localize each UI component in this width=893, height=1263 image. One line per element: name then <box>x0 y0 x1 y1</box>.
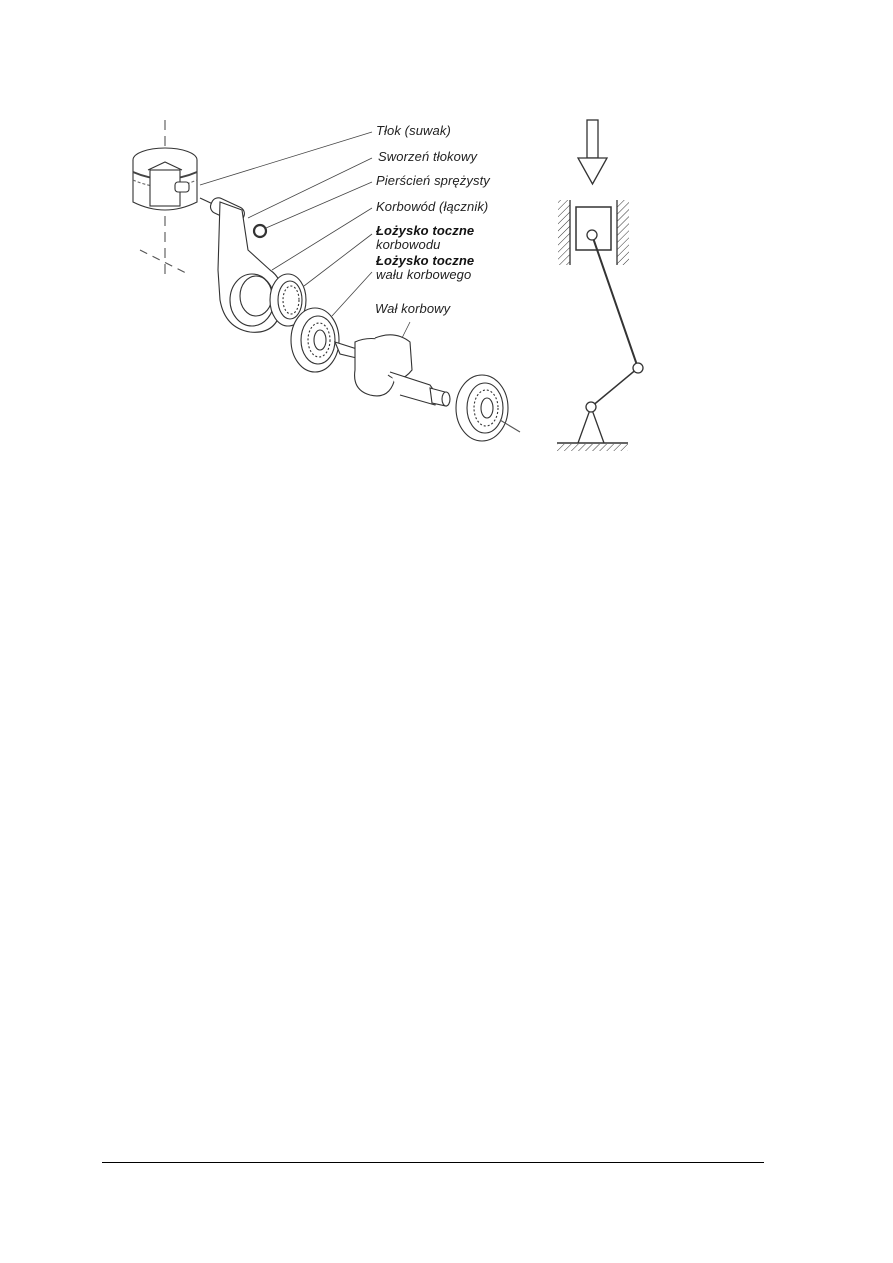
crankshaft-bearing-2-icon <box>455 374 509 442</box>
footer-rule <box>102 1162 764 1163</box>
crank-mechanism-figure: Tłok (suwak) Sworzeń tłokowy Pierścień s… <box>120 110 660 460</box>
crankshaft-bearing-icon <box>290 307 340 373</box>
label-circlip: Pierścień sprężysty <box>376 173 490 188</box>
label-crankshaft-bearing-line2: wału korbowego <box>376 267 472 282</box>
piston-icon <box>132 147 198 211</box>
conrod-bearing-icon <box>269 273 307 327</box>
label-piston: Tłok (suwak) <box>376 123 451 138</box>
exploded-view-drawing <box>132 120 521 442</box>
label-conrod-bearing-line2: korbowodu <box>376 237 441 252</box>
label-conrod-bearing-line1: Łożysko toczne <box>376 223 475 238</box>
label-crankshaft-bearing-line1: Łożysko toczne <box>376 253 475 268</box>
connecting-rod-icon <box>217 201 284 333</box>
crankshaft-icon <box>334 334 451 407</box>
label-piston-pin: Sworzeń tłokowy <box>378 149 478 164</box>
label-crankshaft: Wał korbowy <box>375 301 451 316</box>
label-connecting-rod: Korbowód (łącznik) <box>376 199 489 214</box>
